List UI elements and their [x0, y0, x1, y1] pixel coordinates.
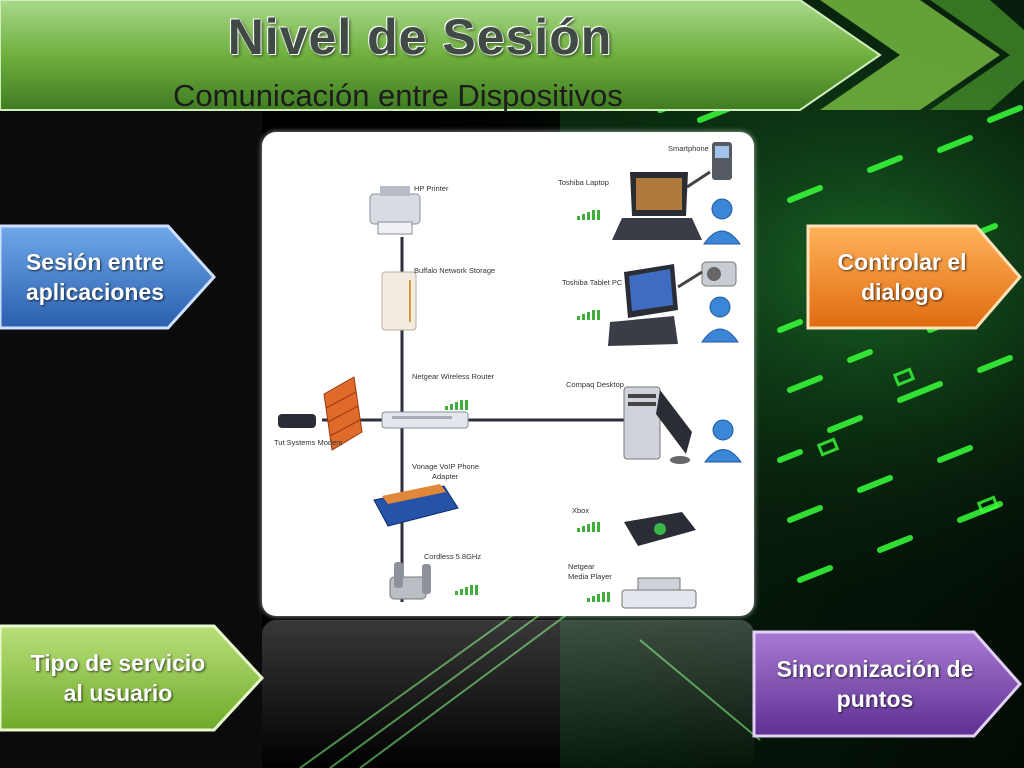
controlar-line2: dialogo: [861, 279, 943, 305]
sesion-line2: aplicaciones: [25, 279, 165, 305]
sesion-aplicaciones-button[interactable]: Sesión entre aplicaciones: [0, 222, 220, 332]
network-diagram: [278, 142, 742, 609]
label-smartphone: Smartphone: [668, 144, 709, 153]
sincronizacion-line2: puntos: [836, 686, 914, 712]
label-vonage-line1: Vonage VoIP Phone: [412, 462, 480, 471]
label-tut-modem: Tut Systems Modem: [274, 438, 343, 447]
arrow-shape-blue: [0, 224, 217, 330]
user-icon-1: [703, 198, 741, 245]
voip-adapter-icon: [373, 484, 459, 527]
cordless-phone-icon: [389, 562, 431, 600]
label-buffalo-storage: Buffalo Network Storage: [414, 266, 496, 275]
tipo-line1: Tipo de servicio: [30, 650, 206, 676]
modem-icon: [278, 414, 316, 428]
slide-title: Nivel de Sesión: [227, 9, 613, 65]
panel-reflection: [262, 620, 754, 768]
slide-subtitle: Comunicación entre Dispositivos: [173, 78, 623, 113]
label-netgear-router: Netgear Wireless Router: [412, 372, 495, 381]
signal-indicators: [445, 210, 610, 602]
smartphone-icon: [686, 142, 732, 189]
arrow-shape-purple: [752, 630, 1023, 738]
label-toshiba-laptop: Toshiba Laptop: [558, 178, 609, 187]
tipo-servicio-button[interactable]: Tipo de servicio al usuario: [0, 622, 266, 734]
desktop-computer-icon: [623, 386, 692, 464]
wireless-router-icon: [381, 411, 469, 429]
label-hp-printer: HP Printer: [414, 184, 449, 193]
xbox-icon: [624, 512, 696, 546]
label-netgear-media-line1: Netgear: [568, 562, 595, 571]
network-storage-icon: [381, 271, 417, 331]
tablet-pc-icon: [608, 264, 678, 346]
arrow-shape-orange: [806, 224, 1022, 330]
label-cordless: Cordless 5.8GHz: [424, 552, 482, 561]
sesion-line1: Sesión entre: [25, 249, 165, 275]
user-icon-3: [704, 419, 742, 463]
firewall-icon: [323, 376, 363, 451]
sincronizacion-line1: Sincronización de: [776, 656, 974, 682]
sincronizacion-puntos-button[interactable]: Sincronización de puntos: [750, 628, 1024, 740]
printer-icon: [369, 186, 421, 235]
camera-icon: [677, 261, 737, 289]
label-vonage-line2: Adapter: [432, 472, 459, 481]
user-icon-2: [701, 296, 739, 343]
arrow-shape-green: [0, 624, 265, 732]
label-xbox: Xbox: [572, 506, 590, 515]
label-netgear-media-line2: Media Player: [568, 572, 612, 581]
controlar-dialogo-button[interactable]: Controlar el dialogo: [804, 222, 1024, 332]
label-compaq-desktop: Compaq Desktop: [566, 380, 624, 389]
controlar-line1: Controlar el: [837, 249, 967, 275]
network-diagram-panel: Smartphone HP Printer Toshiba Laptop Buf…: [262, 132, 754, 616]
media-player-icon: [621, 577, 697, 609]
label-toshiba-tablet: Toshiba Tablet PC: [562, 278, 623, 287]
laptop-icon: [612, 172, 702, 240]
tipo-line2: al usuario: [63, 680, 173, 706]
